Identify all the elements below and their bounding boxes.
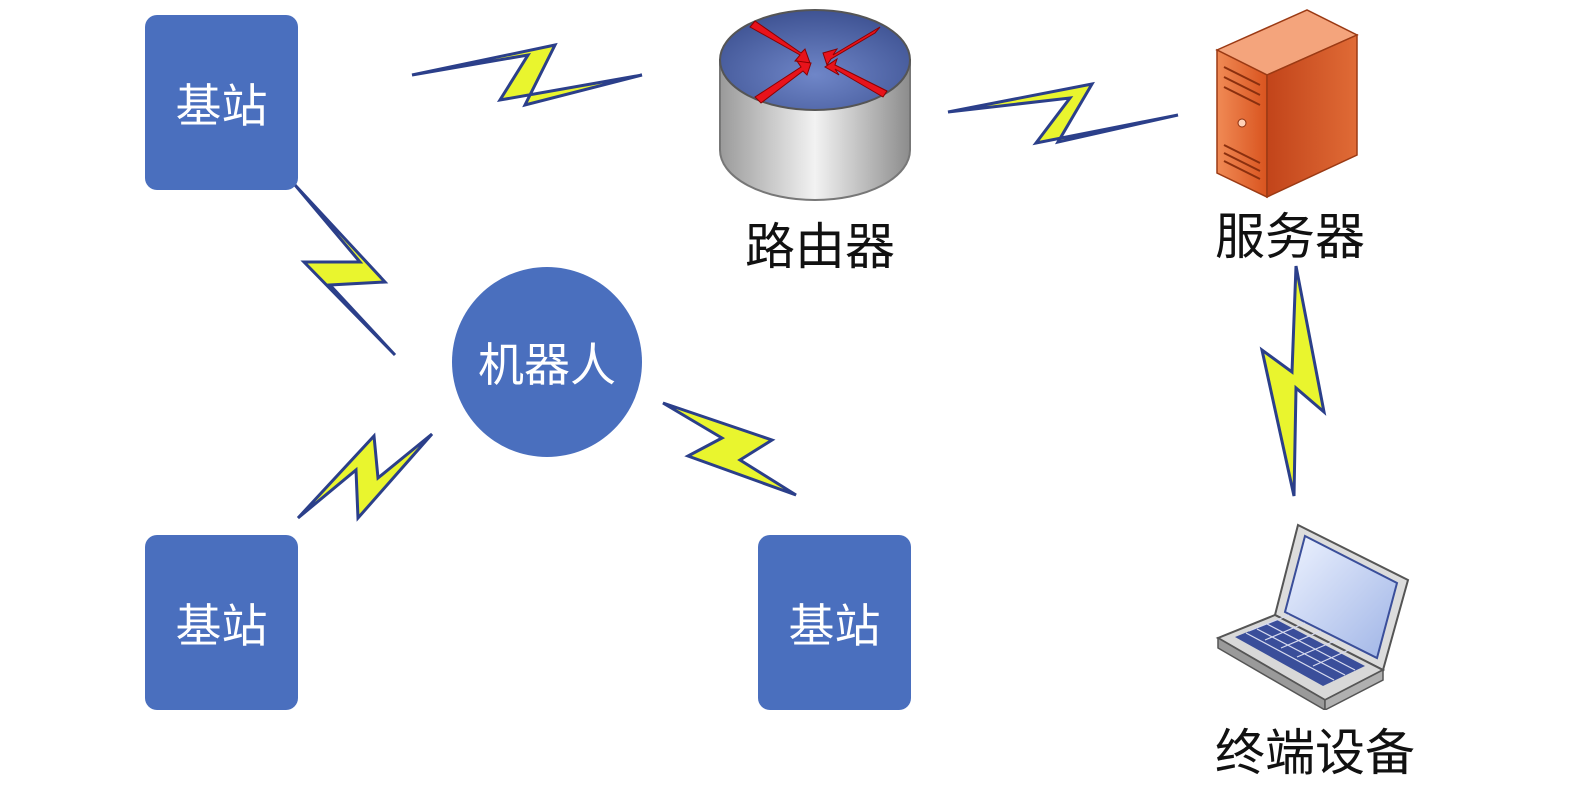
link-server-terminal [1259, 265, 1327, 497]
base-station-bottom-right: 基站 [758, 535, 911, 710]
link-robot-basestation-left [296, 432, 434, 522]
base-station-bottom-left: 基站 [145, 535, 298, 710]
terminal-label: 终端设备 [1215, 724, 1415, 782]
base-station-label: 基站 [175, 78, 268, 133]
link-robot-basestation-right [662, 401, 797, 497]
base-station-label: 基站 [175, 598, 268, 653]
base-station-label: 基站 [788, 598, 881, 653]
server-label: 服务器 [1215, 208, 1365, 266]
base-station-top: 基站 [145, 15, 298, 190]
robot-label: 机器人 [478, 338, 616, 392]
link-basestation-router [411, 42, 643, 108]
router-icon [719, 9, 911, 201]
link-router-server [947, 81, 1179, 146]
laptop-icon [1215, 523, 1410, 710]
robot-node: 机器人 [452, 267, 642, 457]
server-tower-icon [1215, 9, 1359, 199]
router-label: 路由器 [745, 218, 895, 276]
link-basestation-robot [293, 183, 397, 357]
